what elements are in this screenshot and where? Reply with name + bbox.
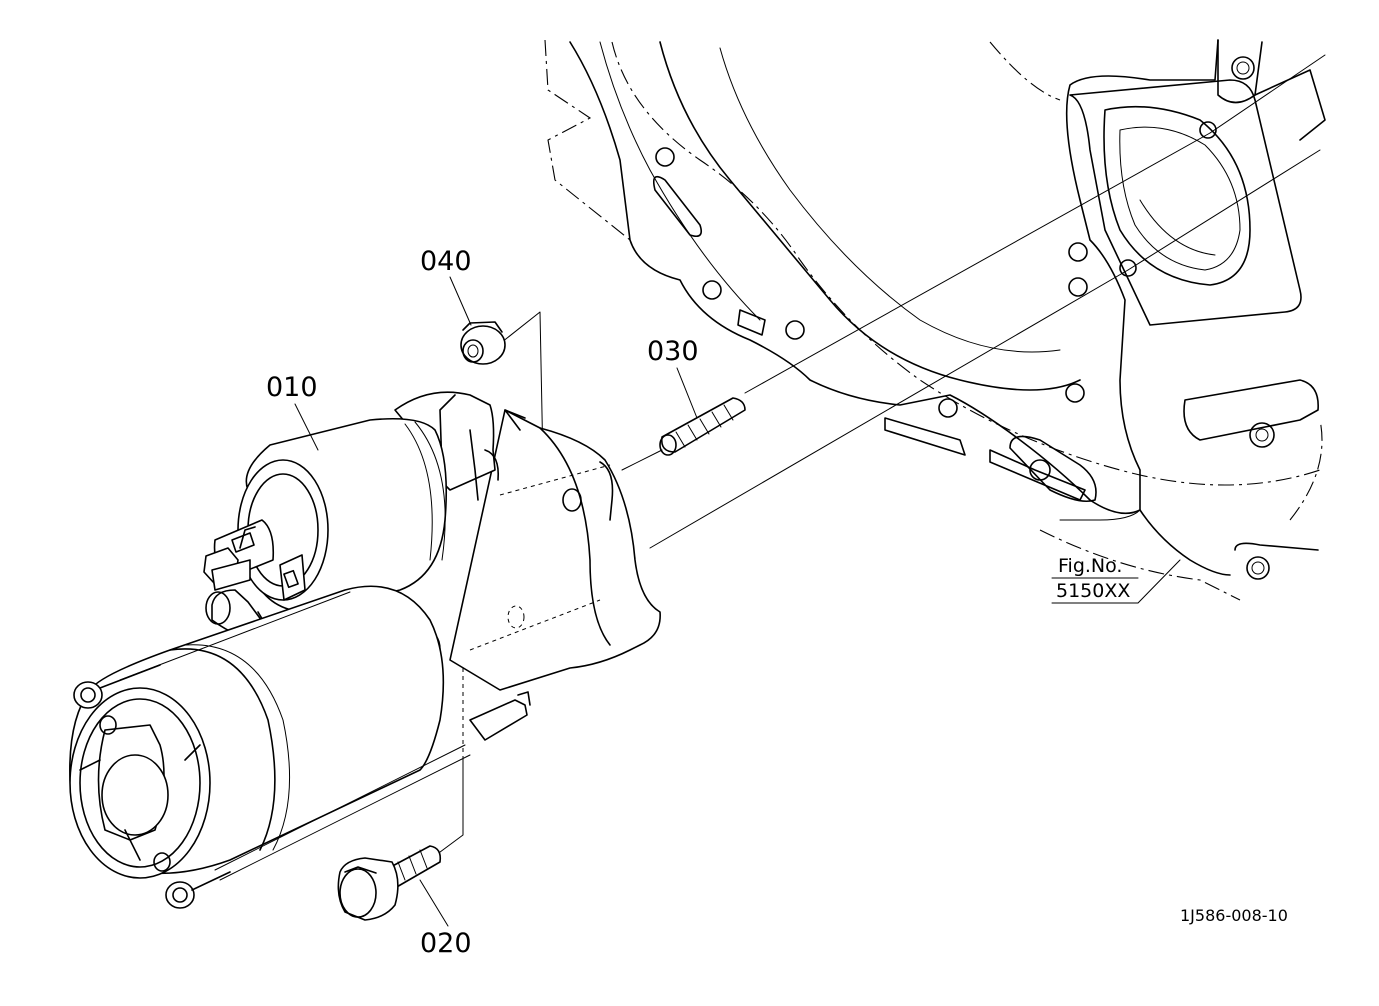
stud-030: [659, 397, 746, 456]
figure-reference: Fig.No. 5150XX: [1051, 555, 1181, 604]
callout-030: 030: [647, 336, 699, 367]
flange-bolt-020: [337, 845, 442, 921]
callout-040: 040: [420, 246, 472, 277]
fig-ref-line2: 5150XX: [1056, 580, 1130, 602]
part-callouts: 040 030 010 020: [266, 246, 699, 959]
starter-motor-010: [69, 391, 661, 909]
drawing-code: 1J586-008-10: [1180, 906, 1288, 925]
callout-020: 020: [420, 928, 472, 959]
flange-nut-040: [460, 321, 506, 365]
flywheel-housing: [544, 39, 1326, 601]
fig-ref-line1: Fig.No.: [1058, 555, 1122, 577]
callout-010: 010: [266, 372, 318, 403]
